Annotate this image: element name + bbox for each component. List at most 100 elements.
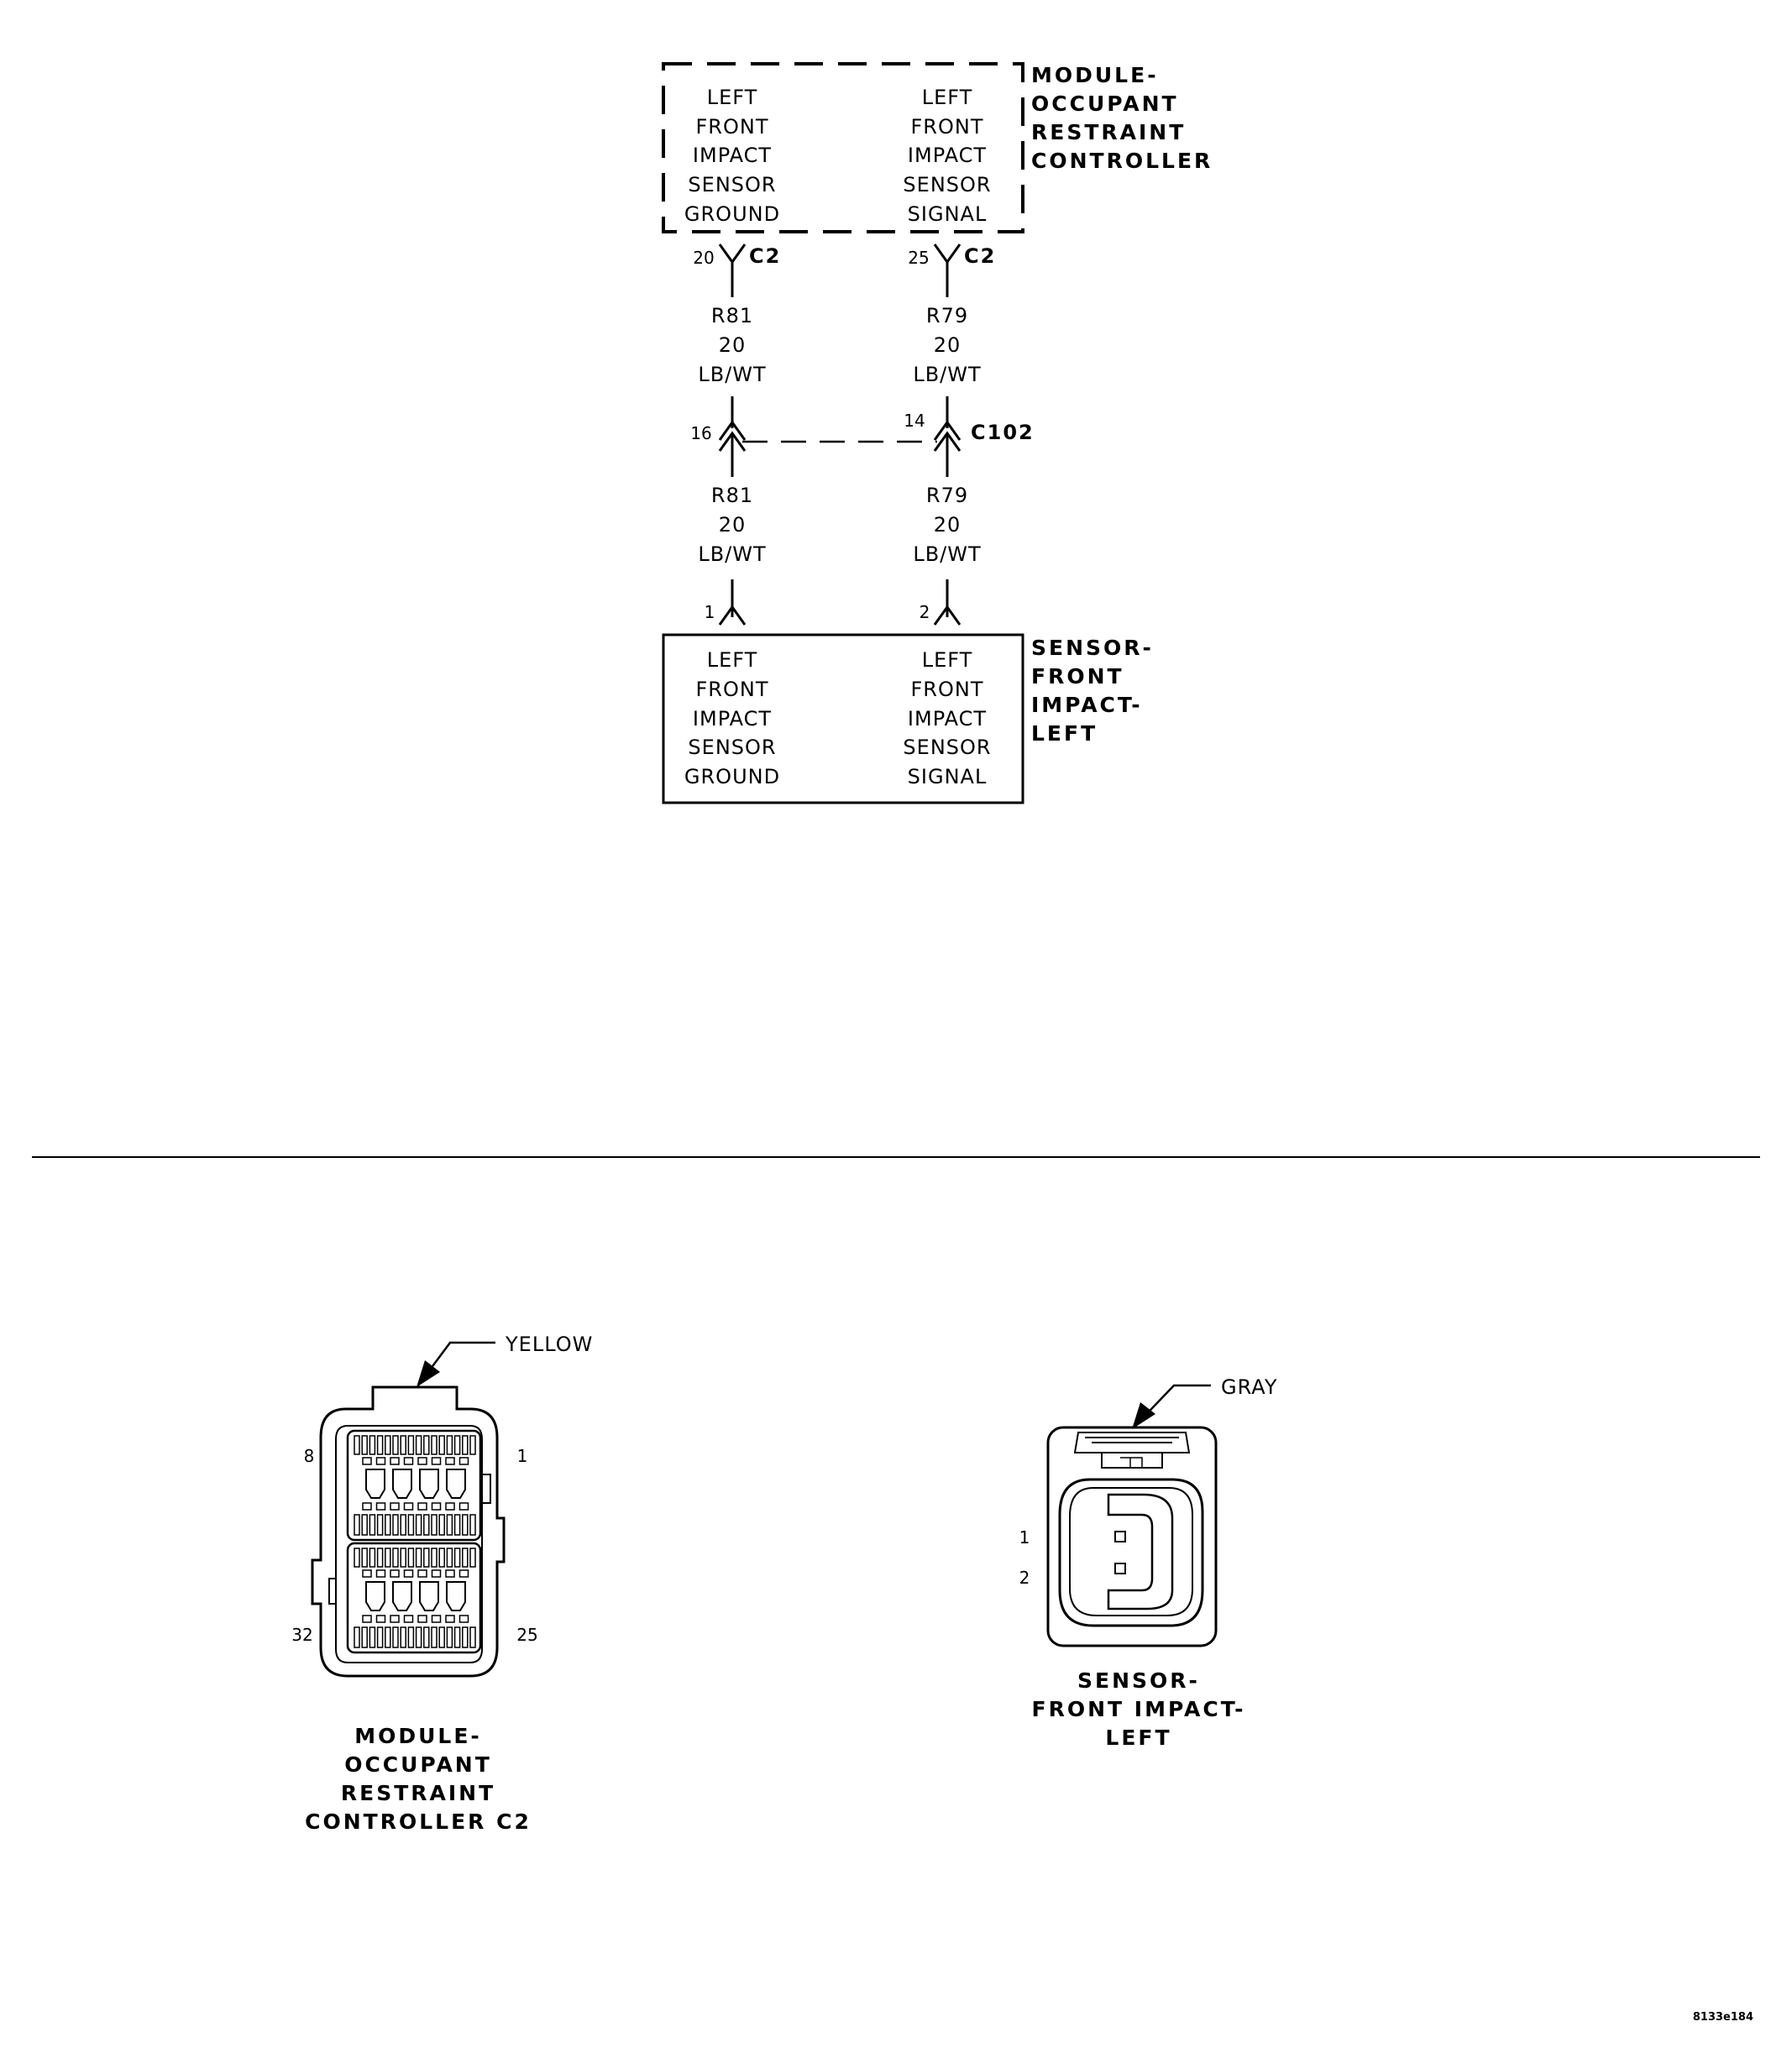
c2-terminal-slat bbox=[431, 1626, 438, 1648]
c2-terminal-slat bbox=[431, 1514, 438, 1536]
c2-terminal-slat bbox=[385, 1514, 391, 1536]
sensor-left-func-line: FRONT bbox=[696, 678, 769, 701]
c2-terminal-slat bbox=[415, 1626, 422, 1648]
c2-terminal-slat bbox=[361, 1514, 368, 1536]
c2-terminal-slat bbox=[392, 1548, 399, 1568]
c2-cavity bbox=[365, 1581, 385, 1611]
c2-terminal-slat bbox=[453, 1548, 461, 1568]
module-right-func-line: LEFT bbox=[922, 86, 973, 109]
c2-lock-cell bbox=[431, 1457, 442, 1465]
module-c2-pin-label: 32 bbox=[291, 1625, 312, 1645]
c2-terminal-slat bbox=[376, 1548, 384, 1568]
sensor-connector-caption-line: FRONT IMPACT- bbox=[1032, 1697, 1246, 1721]
module-left-func-line: GROUND bbox=[684, 202, 780, 226]
sensor-left-func-line: IMPACT bbox=[693, 707, 772, 731]
c2-cavity bbox=[446, 1581, 466, 1611]
c2-terminal-slat bbox=[446, 1626, 453, 1648]
c102-right-terminal bbox=[933, 396, 961, 477]
c2-cavity bbox=[419, 1581, 439, 1611]
c2-terminal-slat bbox=[415, 1548, 422, 1568]
module-right-func-line: FRONT bbox=[911, 115, 984, 139]
sensor-right-function: LEFT FRONT IMPACT SENSOR SIGNAL bbox=[903, 648, 991, 788]
module-right-function: LEFT FRONT IMPACT SENSOR SIGNAL bbox=[903, 86, 990, 226]
module-name-line: MODULE- bbox=[1031, 63, 1159, 87]
c2-terminal-slat bbox=[385, 1548, 391, 1568]
module-c2-caption: MODULE- OCCUPANT RESTRAINT CONTROLLER C2 bbox=[305, 1724, 529, 1834]
c2-lock-cell bbox=[403, 1569, 414, 1578]
c2-terminal-slat bbox=[407, 1514, 415, 1536]
c2-terminal-slat bbox=[453, 1514, 461, 1536]
gray-callout-arrow bbox=[1132, 1402, 1155, 1429]
sensor-connector-pin-label: 1 bbox=[1019, 1527, 1030, 1548]
c2-lock-cell bbox=[403, 1502, 414, 1511]
sensor-name-line: SENSOR- bbox=[1031, 636, 1154, 660]
c2-terminal-slat bbox=[415, 1514, 422, 1536]
c2-terminal-slat bbox=[354, 1626, 360, 1648]
module-right-pin-number: 25 bbox=[908, 248, 929, 268]
module-left-func-line: IMPACT bbox=[693, 144, 772, 167]
c2-lock-cell bbox=[445, 1502, 455, 1511]
sensor-name-line: IMPACT- bbox=[1031, 693, 1143, 717]
c2-lock-cell bbox=[458, 1615, 469, 1623]
c2-terminal-slat bbox=[407, 1548, 415, 1568]
yellow-callout-line bbox=[417, 1341, 495, 1386]
c2-terminal-slat bbox=[431, 1548, 438, 1568]
module-left-func-line: LEFT bbox=[707, 86, 758, 109]
c2-cavity bbox=[365, 1469, 385, 1499]
c2-terminal-slat bbox=[438, 1626, 445, 1648]
c2-lock-cell bbox=[431, 1615, 442, 1623]
module-left-connector-id: C2 bbox=[749, 244, 781, 268]
sensor-right-func-line: LEFT bbox=[922, 648, 973, 672]
c2-terminal-slat bbox=[385, 1435, 391, 1455]
sensor-right-func-line: SIGNAL bbox=[908, 765, 988, 788]
module-c2-caption-line: MODULE- bbox=[354, 1724, 482, 1748]
c2-lock-cell bbox=[417, 1569, 427, 1578]
module-c2-pin-grid bbox=[354, 1435, 476, 1648]
c2-terminal-slat bbox=[453, 1626, 461, 1648]
c2-lock-cell bbox=[362, 1457, 372, 1465]
sensor-right-func-line: IMPACT bbox=[908, 707, 987, 731]
c2-terminal-slat bbox=[423, 1514, 430, 1536]
c2-terminal-slat bbox=[446, 1435, 453, 1455]
c2-lock-cell bbox=[417, 1615, 427, 1623]
c2-lock-cell bbox=[375, 1569, 386, 1578]
module-c2-right-terminal bbox=[933, 244, 961, 297]
c2-lock-cell bbox=[375, 1615, 386, 1623]
c2-lock-cell bbox=[390, 1502, 400, 1511]
sensor-left-terminal bbox=[718, 579, 747, 626]
sensor-connector-caption-line: SENSOR- bbox=[1077, 1668, 1200, 1693]
c2-lock-cell bbox=[403, 1457, 414, 1465]
c102-right-pin-number: 14 bbox=[904, 411, 925, 431]
module-c2-pin-label: 8 bbox=[304, 1446, 315, 1466]
module-left-func-line: SENSOR bbox=[688, 173, 776, 196]
module-c2-caption-line: RESTRAINT bbox=[341, 1781, 495, 1805]
module-right-func-line: IMPACT bbox=[908, 144, 987, 167]
sensor-right-func-line: FRONT bbox=[911, 678, 984, 701]
c2-cavity bbox=[446, 1469, 466, 1499]
c2-terminal-slat bbox=[369, 1514, 376, 1536]
sensor-left-function: LEFT FRONT IMPACT SENSOR GROUND bbox=[684, 648, 779, 788]
module-box bbox=[662, 62, 1024, 233]
c2-terminal-slat bbox=[385, 1626, 391, 1648]
c2-lock-cell bbox=[458, 1457, 469, 1465]
wire-label-line: LB/WT bbox=[913, 542, 981, 566]
c2-cavity bbox=[392, 1469, 412, 1499]
c2-lock-cell bbox=[403, 1615, 414, 1623]
c2-terminal-slat bbox=[469, 1514, 476, 1536]
wire-label-line: R81 bbox=[711, 484, 753, 507]
sensor-right-func-line: SENSOR bbox=[903, 736, 991, 759]
c2-terminal-slat bbox=[446, 1514, 453, 1536]
c2-lock-cell bbox=[375, 1502, 386, 1511]
sensor-connector-caption-line: LEFT bbox=[1105, 1726, 1171, 1750]
wire-right-upper-label: R79 20 LB/WT bbox=[913, 304, 980, 386]
module-c2-caption-line: OCCUPANT bbox=[344, 1752, 492, 1777]
c2-terminal-slat bbox=[400, 1514, 406, 1536]
sensor-left-func-line: LEFT bbox=[707, 648, 758, 672]
c2-lock-cell bbox=[390, 1615, 400, 1623]
c2-terminal-slat bbox=[392, 1435, 399, 1455]
c2-terminal-slat bbox=[392, 1514, 399, 1536]
c2-lock-cell bbox=[362, 1615, 372, 1623]
c2-terminal-slat bbox=[407, 1435, 415, 1455]
c2-lock-cell bbox=[417, 1502, 427, 1511]
